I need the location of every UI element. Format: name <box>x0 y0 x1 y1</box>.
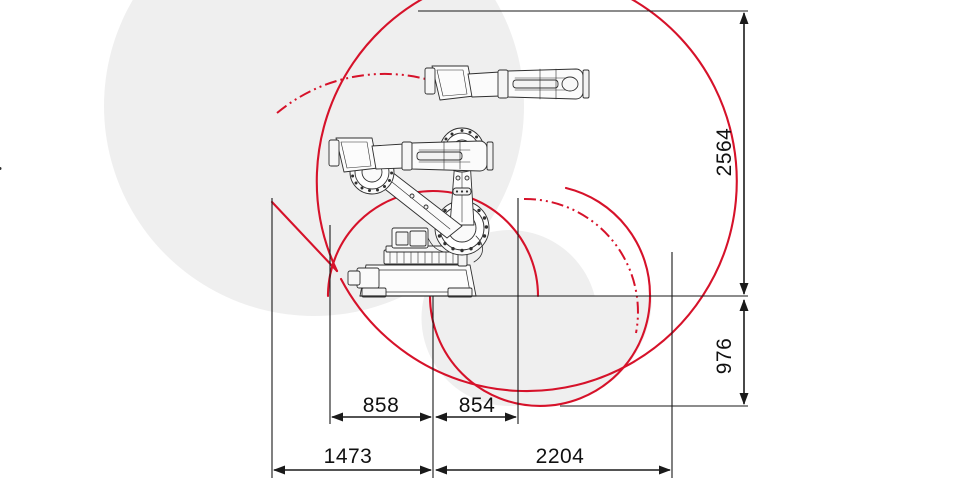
dim-label-2204: 2204 <box>536 445 585 468</box>
robot-lower-arm-second-pose <box>380 171 463 239</box>
robot-wrist-tube-second-pose <box>411 140 494 172</box>
robot-lower-arm <box>449 159 475 226</box>
envelope-arc-outer <box>315 0 738 393</box>
robot-upper-arm-second-pose <box>328 137 413 173</box>
dim-label-858: 858 <box>363 394 400 417</box>
dim-label-854: 854 <box>459 394 496 417</box>
envelope-cusp-left <box>270 200 339 273</box>
robot-illustration <box>0 65 590 298</box>
dimension-labels: 2564 976 858 854 1473 2204 <box>324 128 736 468</box>
envelope-arc-mid-upper <box>326 189 540 298</box>
dimension-lines <box>273 12 749 475</box>
envelope-arc-lower-right <box>564 186 652 298</box>
dim-label-976: 976 <box>713 338 736 375</box>
envelope-inner-limit-arcs <box>276 72 639 334</box>
extension-lines <box>271 10 748 478</box>
robot-cable-harness <box>427 235 483 263</box>
dim-label-2564: 2564 <box>713 128 736 177</box>
envelope-arc-lower <box>428 294 652 408</box>
robot-turntable <box>383 227 468 267</box>
dim-label-1473: 1473 <box>324 445 373 468</box>
robot-base <box>347 264 477 298</box>
robot-upper-arm-upper-pose <box>424 65 509 101</box>
robot-wrist-tube-upper <box>507 68 590 100</box>
inner-limit-arc-right <box>523 197 639 334</box>
work-envelope-region <box>104 0 652 406</box>
inner-limit-arc-upper-left <box>276 72 453 114</box>
work-envelope-outline <box>270 0 738 408</box>
